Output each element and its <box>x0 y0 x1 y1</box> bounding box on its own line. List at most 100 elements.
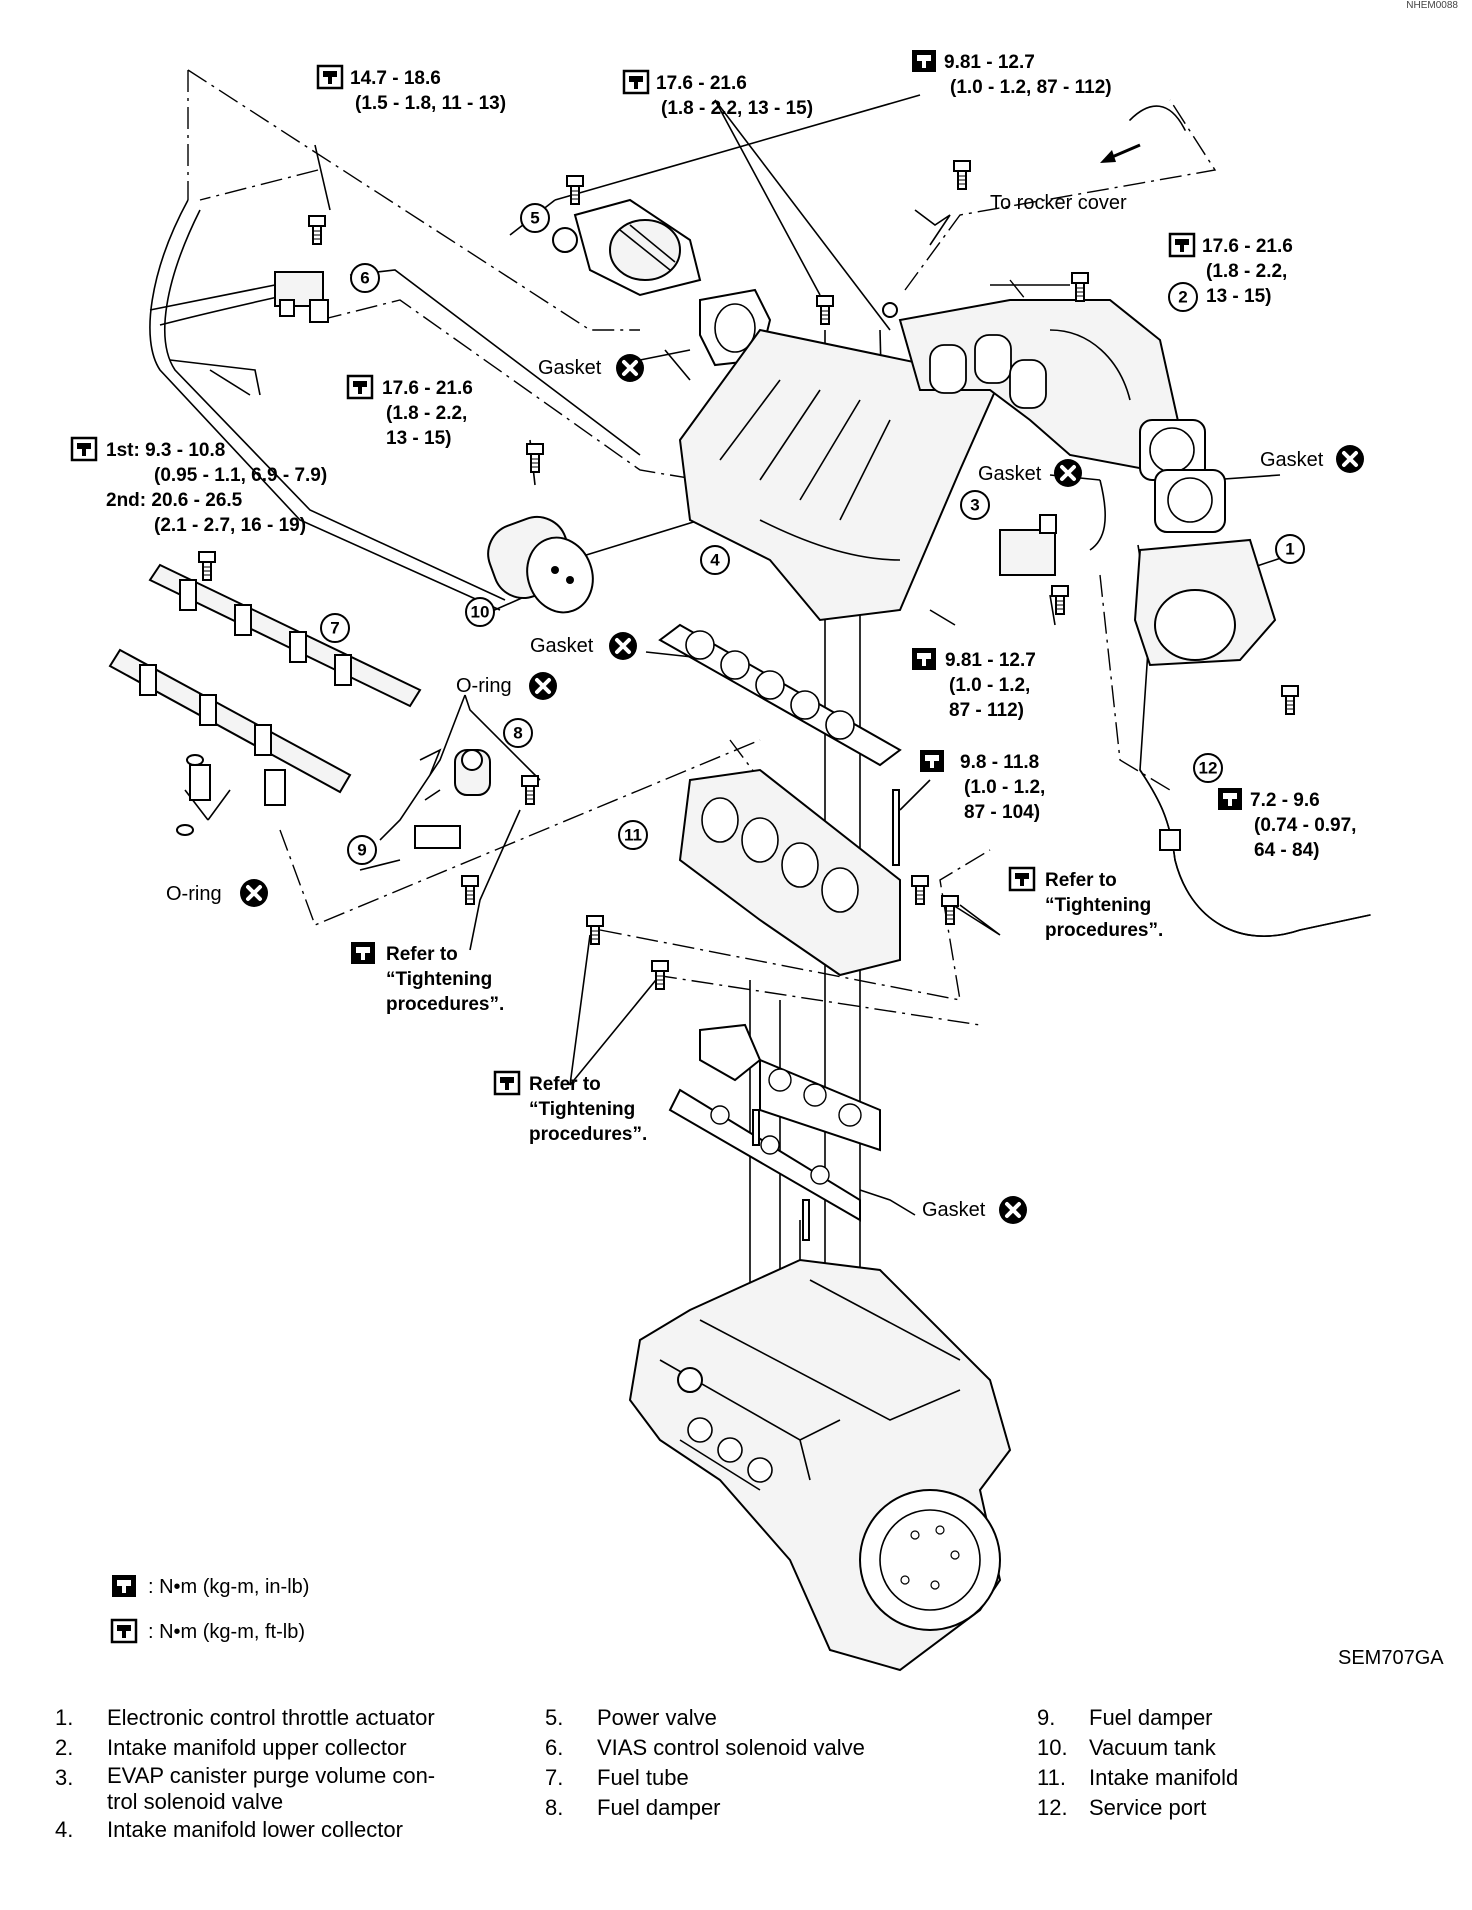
callout-labels: 1 2 3 4 5 6 7 8 9 10 11 12 <box>330 209 1294 860</box>
torque-5-value: 17.6 - 21.6 <box>382 378 473 399</box>
torque-in-lb-icon <box>920 750 944 772</box>
torque-in-lb-icon <box>912 50 936 72</box>
torque-8-value: 9.8 - 11.8 <box>960 752 1039 773</box>
torque-9-detail-a: (0.74 - 0.97, <box>1254 815 1356 836</box>
torque-in-lb-icon <box>112 1575 136 1597</box>
refer-1-line-2: “Tightening <box>386 969 492 990</box>
gasket-label: Gasket <box>530 635 594 657</box>
callout-4: 4 <box>710 551 720 570</box>
torque-ft-lb-icon <box>316 64 344 90</box>
parts-list-item: 11.Intake manifold <box>1037 1765 1239 1790</box>
parts-list-item: 12.Service port <box>1037 1795 1207 1820</box>
parts-list-item: 3.EVAP canister purge volume con- trol s… <box>55 1763 436 1814</box>
torque-ft-lb-icon <box>493 1070 521 1096</box>
replace-icon <box>1052 457 1084 489</box>
torque-2-value: 17.6 - 21.6 <box>656 73 747 94</box>
refer-2-line-3: procedures”. <box>1045 920 1163 941</box>
refer-1-line-3: procedures”. <box>386 994 504 1015</box>
torque-8-detail-a: (1.0 - 1.2, <box>964 777 1045 798</box>
torque-5-detail-a: (1.8 - 2.2, <box>386 403 467 424</box>
torque-7-value: 9.81 - 12.7 <box>945 650 1036 671</box>
torque-specs: 14.7 - 18.6 (1.5 - 1.8, 11 - 13) 17.6 - … <box>70 50 1356 861</box>
replace-icon <box>1334 443 1366 475</box>
parts-list-item: 4.Intake manifold lower collector <box>55 1817 403 1842</box>
corner-code: NHEM0088 <box>1406 0 1458 11</box>
callout-2: 2 <box>1178 288 1187 307</box>
callout-5: 5 <box>530 209 539 228</box>
torque-ft-lb-icon <box>1168 232 1196 258</box>
replace-icon <box>238 877 270 909</box>
torque-ft-lb-icon <box>110 1618 138 1644</box>
refer-3-line-2: “Tightening <box>529 1099 635 1120</box>
callout-3: 3 <box>970 496 979 515</box>
callout-6: 6 <box>360 269 369 288</box>
replace-icon <box>614 352 646 384</box>
callout-1: 1 <box>1285 540 1294 559</box>
torque-in-lb-icon <box>912 648 936 670</box>
torque-4-detail-b: 13 - 15) <box>1206 286 1271 307</box>
torque-ft-lb-icon <box>1008 866 1036 892</box>
replace-icon <box>527 670 559 702</box>
torque-8-detail-b: 87 - 104) <box>964 802 1040 823</box>
torque-3-detail: (1.0 - 1.2, 87 - 112) <box>950 77 1112 98</box>
refer-3-line-1: Refer to <box>529 1074 601 1095</box>
o-ring-label: O-ring <box>166 883 222 905</box>
parts-list-item: 9.Fuel damper <box>1037 1705 1213 1730</box>
torque-ft-lb-icon <box>622 69 650 95</box>
parts-list-column-2: 5.Power valve 6.VIAS control solenoid va… <box>545 1703 1015 1823</box>
callout-8: 8 <box>513 724 522 743</box>
gasket-label: Gasket <box>1260 449 1324 471</box>
callout-11: 11 <box>624 826 642 845</box>
torque-5-detail-b: 13 - 15) <box>386 428 451 449</box>
replace-icon <box>607 630 639 662</box>
torque-6-second: 2nd: 20.6 - 26.5 <box>106 490 243 511</box>
units-legend: : N•m (kg-m, in-lb) : N•m (kg-m, ft-lb) <box>110 1575 309 1644</box>
torque-1-detail: (1.5 - 1.8, 11 - 13) <box>355 93 506 114</box>
parts-list-item: 7.Fuel tube <box>545 1765 689 1790</box>
replace-icon <box>997 1194 1029 1226</box>
torque-in-lb-icon <box>1218 788 1242 810</box>
torque-9-value: 7.2 - 9.6 <box>1250 790 1320 811</box>
gasket-label: Gasket <box>922 1199 986 1221</box>
callout-9: 9 <box>357 841 366 860</box>
gasket-label: Gasket <box>978 463 1042 485</box>
refer-2-line-1: Refer to <box>1045 870 1117 891</box>
torque-ft-lb-icon <box>70 436 98 462</box>
callout-12: 12 <box>1199 759 1218 778</box>
refer-1-line-1: Refer to <box>386 944 458 965</box>
parts-list-column-1: 1.Electronic control throttle actuator 2… <box>55 1703 525 1845</box>
torque-3-value: 9.81 - 12.7 <box>944 52 1035 73</box>
torque-9-detail-b: 64 - 84) <box>1254 840 1319 861</box>
parts-list-item: 2.Intake manifold upper collector <box>55 1735 407 1760</box>
torque-7-detail-a: (1.0 - 1.2, <box>949 675 1030 696</box>
o-ring-label: O-ring <box>456 675 512 697</box>
replace-labels: Gasket Gasket Gasket Gasket Gasket O-rin… <box>166 192 1366 1226</box>
torque-in-lb-icon <box>351 942 375 964</box>
callout-7: 7 <box>330 619 339 638</box>
part-callouts <box>320 203 1305 865</box>
parts-list-item: 5.Power valve <box>545 1705 717 1730</box>
torque-6-first-detail: (0.95 - 1.1, 6.9 - 7.9) <box>154 465 327 486</box>
figure-code: SEM707GA <box>1338 1647 1444 1669</box>
to-rocker-cover-label: To rocker cover <box>990 192 1127 214</box>
parts-list-item: 8.Fuel damper <box>545 1795 721 1820</box>
parts-art <box>108 105 1371 1672</box>
units-in-lb: : N•m (kg-m, in-lb) <box>148 1576 309 1598</box>
parts-list-column-3: 9.Fuel damper 10.Vacuum tank 11.Intake m… <box>1037 1703 1457 1823</box>
parts-list-item: 1.Electronic control throttle actuator <box>55 1705 435 1730</box>
refer-3-line-3: procedures”. <box>529 1124 647 1145</box>
torque-6-first: 1st: 9.3 - 10.8 <box>106 440 225 461</box>
parts-list-item: 10.Vacuum tank <box>1037 1735 1216 1760</box>
units-ft-lb: : N•m (kg-m, ft-lb) <box>148 1621 305 1643</box>
torque-4-value: 17.6 - 21.6 <box>1202 236 1293 257</box>
torque-6-second-detail: (2.1 - 2.7, 16 - 19) <box>154 515 306 536</box>
torque-2-detail: (1.8 - 2.2, 13 - 15) <box>661 98 813 119</box>
refer-notes: Refer to “Tightening procedures”. Refer … <box>351 866 1163 1145</box>
torque-7-detail-b: 87 - 112) <box>949 700 1024 721</box>
parts-list-item: 6.VIAS control solenoid valve <box>545 1735 865 1760</box>
torque-4-detail-a: (1.8 - 2.2, <box>1206 261 1287 282</box>
torque-ft-lb-icon <box>346 374 374 400</box>
refer-2-line-2: “Tightening <box>1045 895 1151 916</box>
callout-10: 10 <box>471 603 490 622</box>
